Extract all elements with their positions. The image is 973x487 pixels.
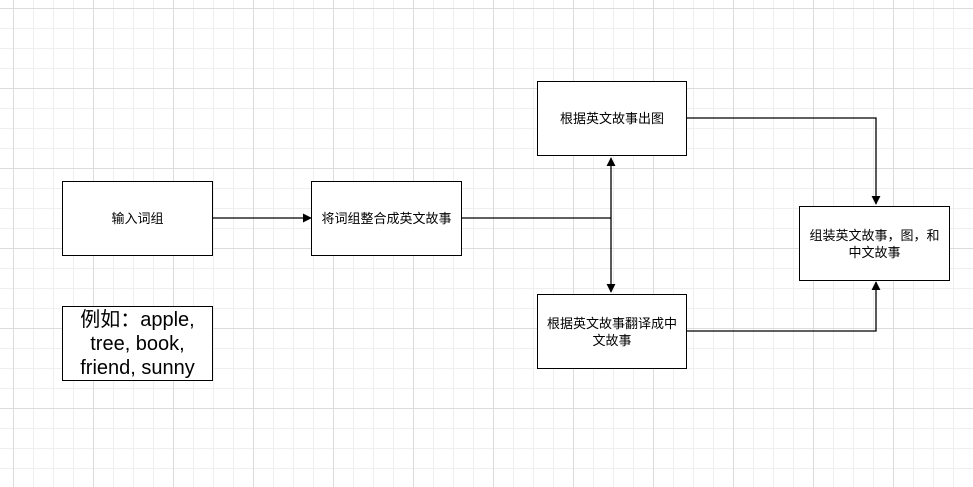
node-assemble-output-label: 组装英文故事，图，和中文故事 [809, 227, 940, 260]
node-integrate-story-label: 将词组整合成英文故事 [321, 211, 452, 226]
node-input-phrases-label: 输入词组 [111, 211, 164, 226]
example-note: 例如：apple, tree, book, friend, sunny [62, 306, 213, 381]
edge-image-to-assemble [687, 117, 881, 205]
example-note-text: 例如：apple, tree, book, friend, sunny [80, 308, 195, 379]
node-input-phrases: 输入词组 [62, 181, 213, 256]
node-translate-chinese-label: 根据英文故事翻译成中文故事 [546, 315, 677, 348]
node-integrate-story: 将词组整合成英文故事 [311, 181, 462, 256]
node-generate-image-label: 根据英文故事出图 [559, 111, 664, 126]
node-generate-image: 根据英文故事出图 [537, 81, 687, 156]
node-assemble-output: 组装英文故事，图，和中文故事 [799, 206, 950, 281]
node-translate-chinese: 根据英文故事翻译成中文故事 [537, 294, 687, 369]
edge-translate-to-assemble [687, 281, 881, 332]
